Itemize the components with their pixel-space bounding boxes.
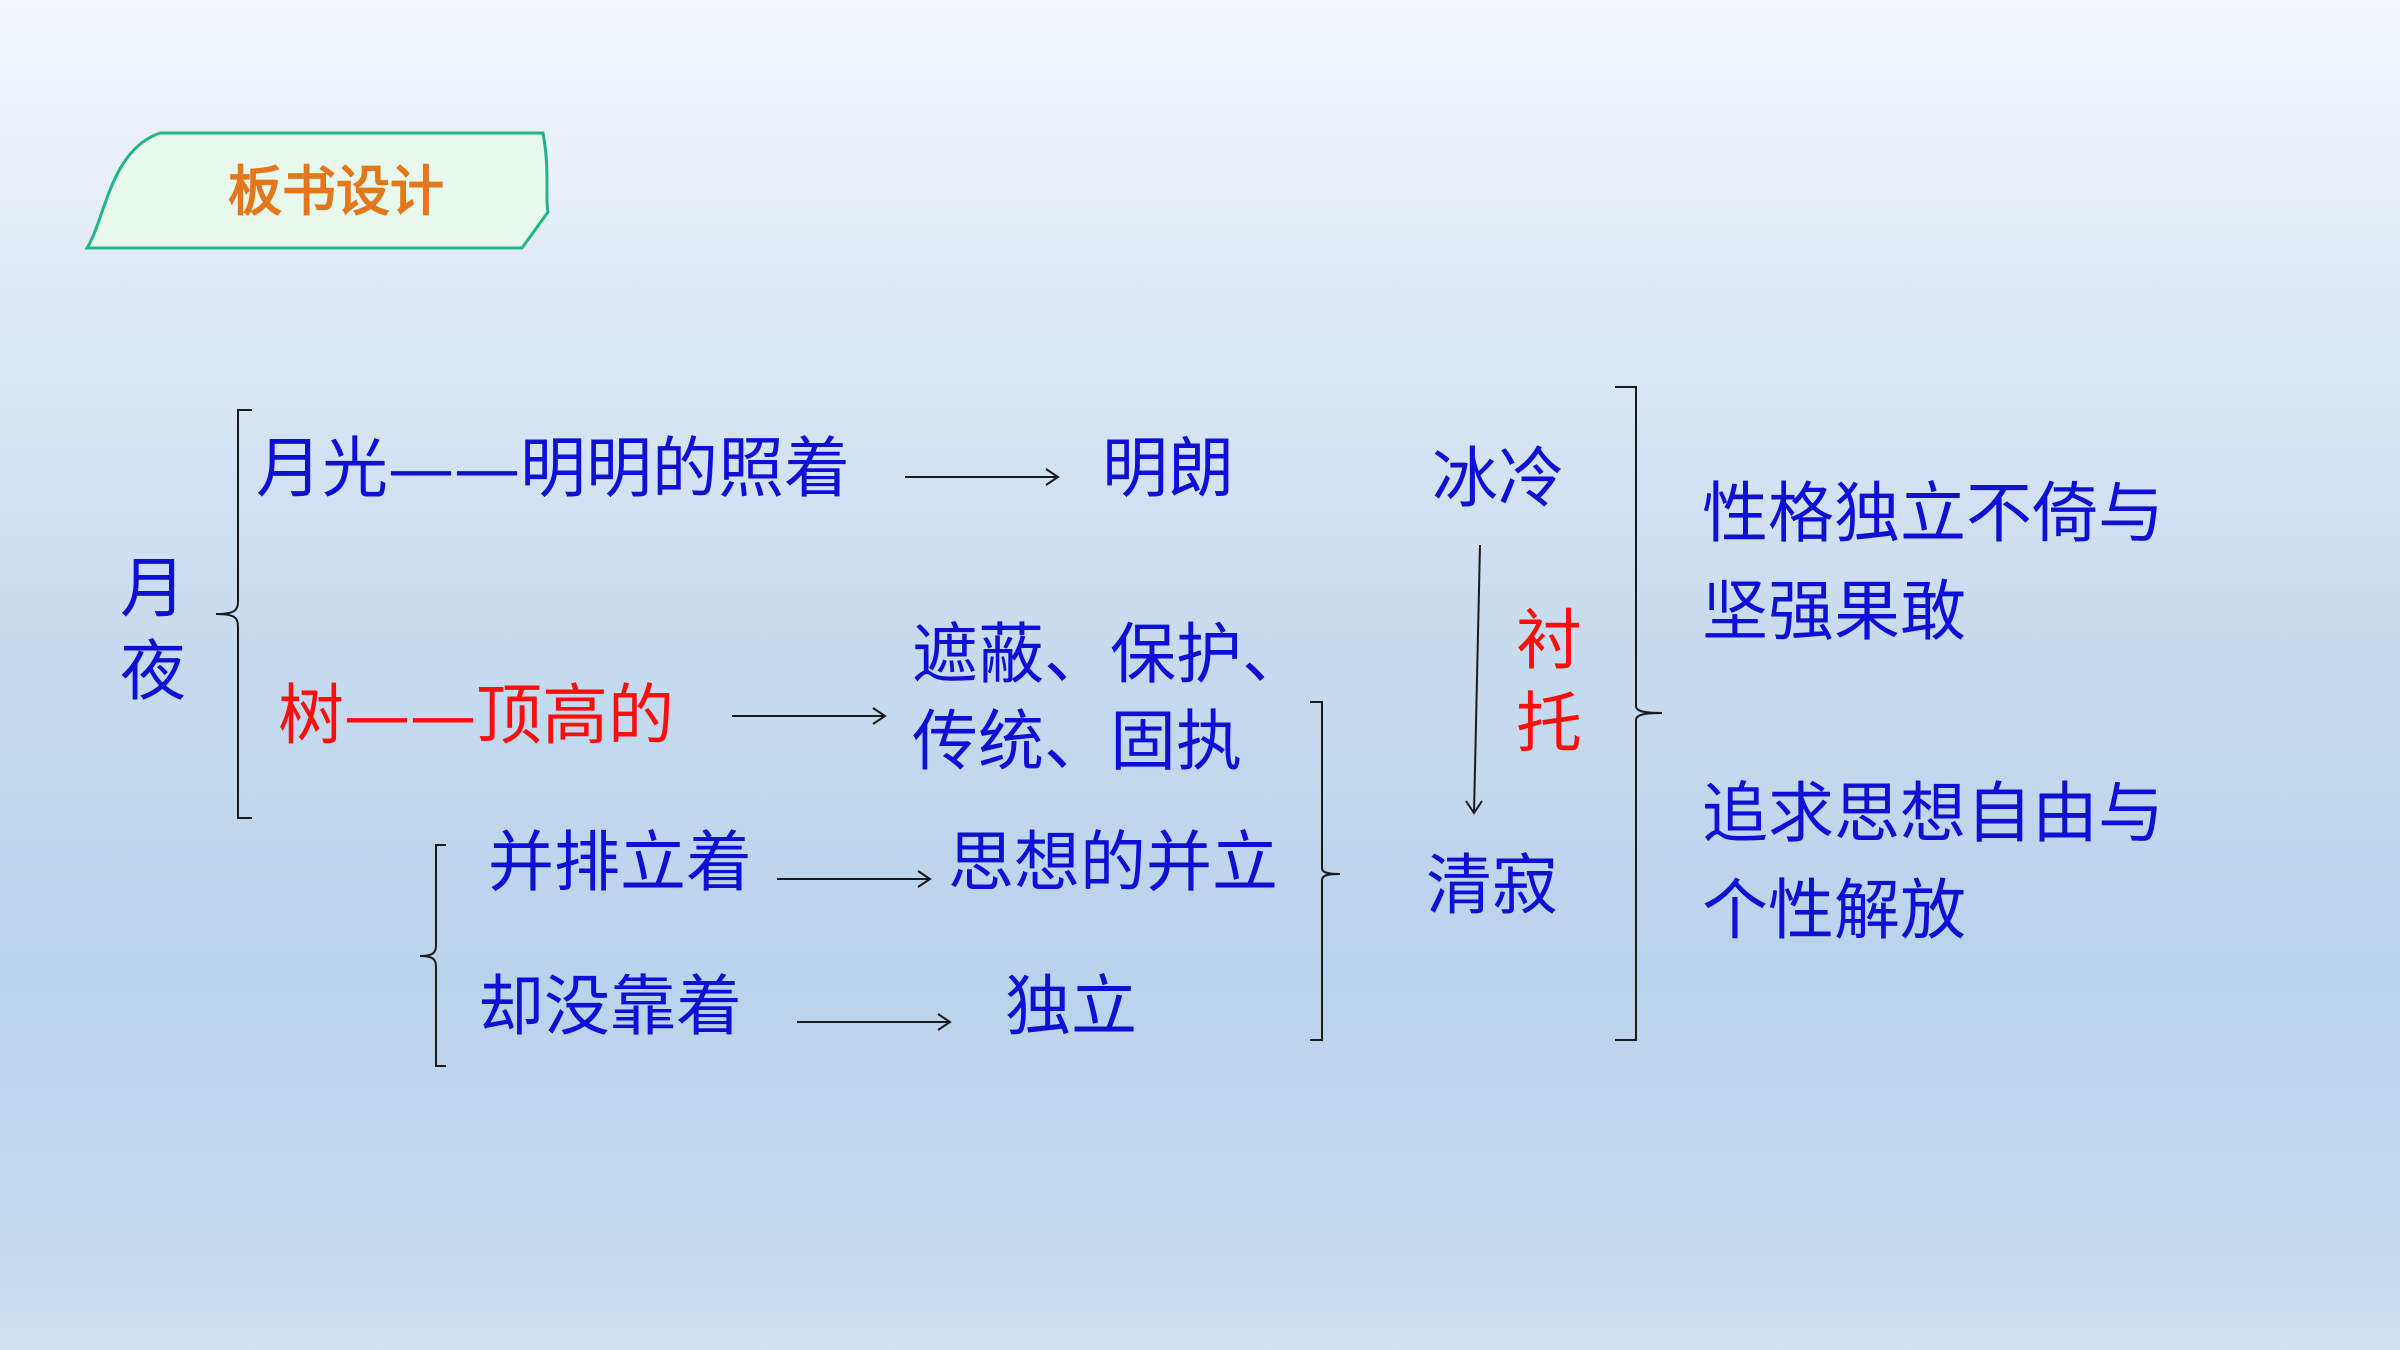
root-label: 月夜: [120, 550, 186, 710]
lower-bracket: [419, 844, 446, 1067]
lonely-label: 清寂: [1426, 847, 1558, 924]
tree-result-line1: 遮蔽、保护、: [912, 616, 1308, 693]
moonlight-label: 月光——明明的照着: [256, 430, 850, 507]
not-leaning-result: 独立: [1005, 968, 1137, 1045]
moonlight-result: 明朗: [1102, 430, 1234, 507]
arrow-cold-to-lonely: [1465, 544, 1483, 815]
page-title: 板书设计: [228, 160, 444, 223]
big-right-bracket: [1615, 386, 1663, 1041]
arrow-tree: [732, 707, 887, 725]
meaning1-line1: 性格独立不倚与: [1702, 475, 2164, 552]
side-by-side-result: 思想的并立: [948, 824, 1278, 901]
middle-right-bracket: [1310, 701, 1341, 1041]
tree-label: 树——顶高的: [278, 677, 674, 754]
meaning2-line1: 追求思想自由与: [1702, 775, 2164, 852]
contrast-label: 衬托: [1516, 602, 1582, 762]
tree-result-line2: 传统、固执: [912, 703, 1242, 780]
arrow-not-leaning: [797, 1013, 952, 1031]
left-bracket: [215, 409, 252, 819]
not-leaning-label: 却没靠着: [478, 968, 742, 1045]
cold-label: 冰冷: [1432, 440, 1564, 517]
arrow-side-by-side: [777, 870, 932, 888]
side-by-side-label: 并排立着: [488, 824, 752, 901]
meaning2-line2: 个性解放: [1702, 872, 1966, 949]
arrow-moonlight: [905, 468, 1060, 486]
meaning1-line2: 坚强果敢: [1702, 573, 1966, 650]
